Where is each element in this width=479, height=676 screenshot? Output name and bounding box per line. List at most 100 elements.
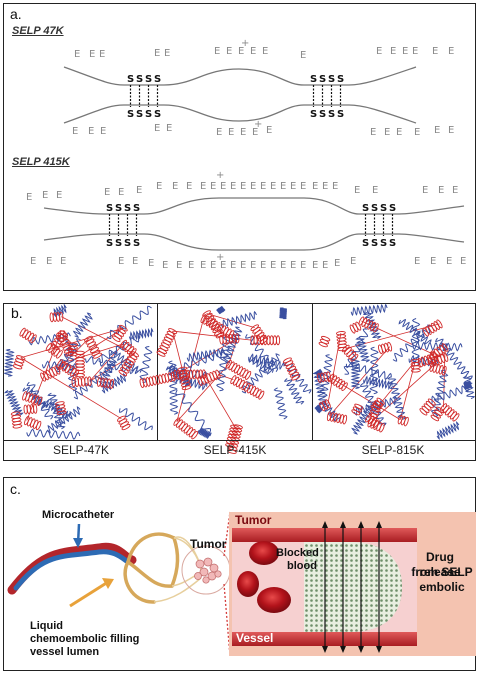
- selp-47k-e-top-4: E: [164, 48, 170, 59]
- net0-silk-block-3: [40, 365, 61, 382]
- net2-link-21: [330, 377, 401, 420]
- selp-415k-block-right-bot-s-2: S: [380, 238, 387, 249]
- network-cell-415k: [139, 304, 312, 454]
- net2-silk-block-21: [327, 373, 348, 391]
- net2-silk-block-0: [419, 398, 436, 416]
- net2-silk-block-7: [351, 403, 364, 416]
- net0-silk-block-20: [56, 359, 80, 379]
- net2-silk-block-17-rung-2: [349, 324, 356, 334]
- selp-415k-block-left-top-s-0: S: [106, 203, 113, 214]
- selp-47k-block-right-top-s-0: S: [310, 74, 317, 85]
- selp-415k-e-top-10: E: [210, 181, 216, 192]
- red-blood-cell-3: [237, 571, 259, 597]
- net0-silk-block-2-rung-4: [111, 335, 121, 343]
- selp-47k-title: SELP 47K: [12, 25, 64, 37]
- selp-415k-e-top-17: E: [280, 181, 286, 192]
- selp-415k-e-top-11: E: [220, 181, 226, 192]
- net2-silk-block-7-rung-2: [351, 409, 361, 416]
- selp-415k-e-top-24: E: [372, 185, 378, 196]
- network-cell-47k: [3, 303, 157, 440]
- net2-silk-block-8-rung-5: [422, 327, 429, 337]
- selp-47k-e-bot-11: E: [384, 127, 390, 138]
- net1-elastin-coil-18: [197, 427, 212, 439]
- net2-silk-block-23-rung-3: [410, 368, 421, 373]
- net2-silk-block-23: [410, 358, 421, 373]
- net2-silk-block-5-rung-5: [373, 323, 379, 333]
- selp-415k-e-top-18: E: [290, 181, 296, 192]
- net0-silk-block-19: [119, 339, 137, 357]
- selp-415k-e-bot-27: E: [460, 256, 466, 267]
- net0-silk-block-20-rung-6: [72, 369, 80, 379]
- selp-415k-e-top-15: E: [260, 181, 266, 192]
- net2-silk-block-24: [365, 413, 380, 428]
- selp-415k-block-left-top-s-3: S: [133, 203, 140, 214]
- selp-47k-network-drawing: [3, 303, 154, 440]
- net2-silk-block-14: [319, 399, 331, 412]
- selp-415k-e-top-7: E: [172, 181, 178, 192]
- net1-link-0: [206, 313, 255, 329]
- liquid-arrowhead: [102, 578, 114, 589]
- net0-elastin-coil-5: [26, 428, 81, 440]
- selp-47k-block-left-top-s-3: S: [154, 74, 161, 85]
- net0-silk-block-0: [116, 415, 131, 431]
- embolization-illustration: [7, 511, 476, 657]
- panel-a-label: a.: [10, 6, 22, 22]
- selp-415k-e-bot-15: E: [260, 260, 266, 271]
- net0-elastin-coil-21: [3, 349, 15, 377]
- selp-415k-e-top-20: E: [312, 181, 318, 192]
- tumor-label-left: Tumor: [190, 537, 227, 551]
- selp-47k-e-top-15: E: [432, 46, 438, 57]
- net1-silk-block-4: [230, 375, 265, 400]
- microcatheter-label: Microcatheter: [42, 509, 115, 521]
- net2-elastin-coil-14: [411, 318, 421, 367]
- net2-elastin-coil-5: [363, 375, 393, 391]
- net2-silk-block-20-rung-3: [317, 373, 322, 383]
- selp-415k-network-drawing: [139, 305, 312, 454]
- net2-silk-block-22: [397, 414, 409, 427]
- net2-silk-block-11-rung-2: [318, 341, 328, 348]
- net2-elastin-coil-26: [436, 420, 460, 441]
- selp-415k-e-bot-21: E: [322, 260, 328, 271]
- selp-47k-e-top-9: E: [262, 46, 268, 57]
- net0-silk-block-13-rung-5: [75, 366, 85, 371]
- net1-elastin-coil-3: [245, 333, 279, 372]
- selp-47k-e-top-8: E: [250, 46, 256, 57]
- net0-silk-block-1-rung-3: [12, 364, 23, 370]
- net2-silk-block-2-rung-5: [452, 413, 460, 422]
- net2-elastin-coil-11: [314, 404, 323, 414]
- selp-47k-plus-top: +: [241, 38, 249, 49]
- selp-47k-e-top-2: E: [99, 49, 105, 60]
- net0-silk-block-13-rung-7: [75, 373, 85, 378]
- selp-415k-e-top-13: E: [240, 181, 246, 192]
- net1-silk-block-12: [200, 314, 235, 339]
- selp-415k-e-top-14: E: [250, 181, 256, 192]
- selp-47k-e-top-14: E: [412, 46, 418, 57]
- net2-silk-block-0-rung-4: [419, 408, 428, 416]
- caption-selp-815k: SELP-815K: [361, 443, 425, 457]
- selp-415k-e-top-23: E: [354, 185, 360, 196]
- caption-selp-415k: SELP-415K: [203, 443, 267, 457]
- net1-silk-block-12-rung-10: [228, 330, 235, 339]
- net2-silk-block-13-rung-3: [376, 421, 382, 432]
- net1-link-10: [176, 363, 230, 422]
- net1-elastin-coil-19: [220, 310, 257, 329]
- net0-silk-block-17-rung-7: [118, 369, 128, 377]
- net2-elastin-coil-24: [398, 318, 432, 345]
- selp-47k-e-top-7: E: [238, 46, 244, 57]
- net0-link-18: [89, 343, 124, 382]
- net0-silk-block-5-rung-4: [35, 420, 42, 431]
- net0-silk-block-12: [50, 330, 69, 351]
- net2-silk-block-3: [378, 341, 393, 355]
- net1-silk-block-7-rung-6: [269, 335, 274, 346]
- net0-silk-block-10-rung-4: [12, 424, 23, 429]
- selp-47k-plus-bot: +: [254, 119, 262, 130]
- net0-silk-block-18: [71, 376, 92, 388]
- net1-silk-block-2-rung-6: [291, 374, 301, 381]
- net1-elastin-coil-17: [284, 361, 312, 394]
- selp-47k-block-left-bot-s-1: S: [136, 109, 143, 120]
- selp-47k-e-top-11: E: [376, 46, 382, 57]
- net0-silk-block-9: [45, 342, 63, 359]
- net1-silk-block-8: [139, 371, 176, 389]
- caption-row: SELP-47K SELP-415K SELP-815K: [4, 440, 475, 460]
- net2-elastin-coil-21: [350, 358, 361, 389]
